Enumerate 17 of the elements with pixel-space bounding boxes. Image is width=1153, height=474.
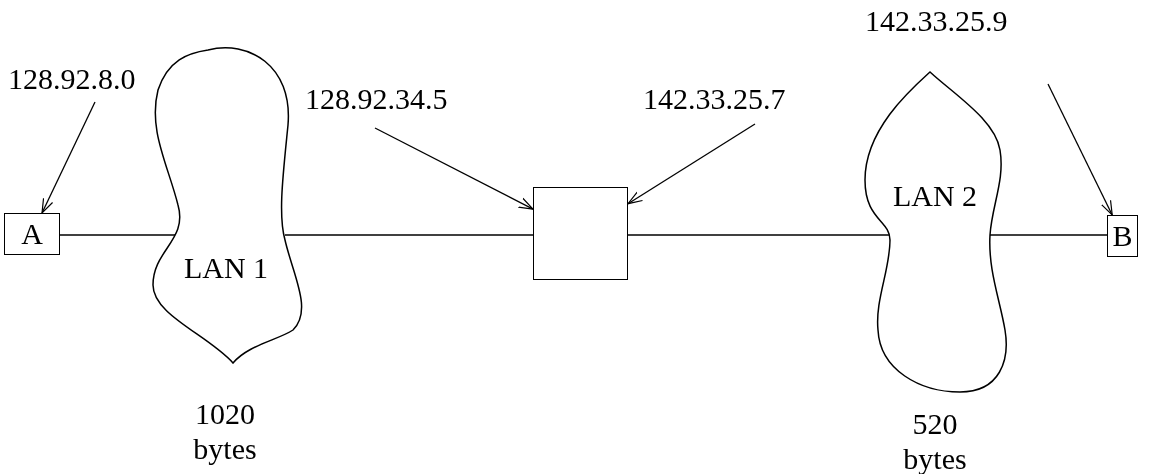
network-link	[284, 234, 534, 236]
leader-arrow	[627, 123, 756, 205]
network-label: LAN 2	[892, 178, 978, 212]
ip-address-label: 142.33.25.9	[865, 4, 1008, 37]
leader-arrow	[41, 101, 96, 214]
network-link	[989, 234, 1108, 236]
network-link	[59, 234, 176, 236]
router-box	[533, 187, 628, 280]
ip-address-label: 128.92.8.0	[8, 62, 136, 95]
network-label: LAN 1	[183, 250, 269, 284]
ip-address-label: 128.92.34.5	[305, 82, 448, 115]
ip-address-label: 142.33.25.7	[643, 82, 786, 115]
host-box: B	[1107, 215, 1138, 257]
packet-size-label: 1020 bytes	[192, 397, 258, 466]
leader-arrow	[374, 127, 534, 210]
leader-arrow	[1047, 83, 1113, 216]
host-box: A	[4, 213, 60, 255]
